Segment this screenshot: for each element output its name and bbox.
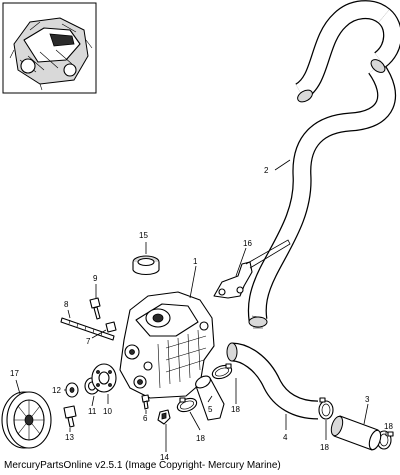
callout-17: 17 [10, 369, 19, 378]
callout-15: 15 [139, 231, 148, 240]
hub-part-10 [91, 363, 117, 393]
water-pump-part-1 [119, 291, 215, 399]
hose-clamp-part-18-c [318, 397, 334, 420]
callout-1: 1 [193, 257, 198, 266]
callout-6: 6 [143, 414, 148, 423]
callout-18: 18 [231, 405, 240, 414]
callout-labels: 2 1 15 16 9 8 7 17 12 11 10 13 6 14 5 18… [10, 166, 393, 462]
callout-16: 16 [243, 239, 252, 248]
upper-hose-part-2 [247, 0, 400, 329]
fitting-part-14 [157, 409, 171, 425]
callout-4: 4 [283, 433, 288, 442]
callout-8: 8 [64, 300, 69, 309]
callout-14: 14 [160, 453, 169, 462]
callout-11: 11 [88, 407, 97, 416]
bracket-part-16 [213, 239, 291, 299]
callout-18: 18 [196, 434, 205, 443]
cap-part-15 [132, 255, 160, 276]
copyright-footer: MercuryPartsOnline v2.5.1 (Image Copyrig… [4, 460, 281, 471]
hose-clamp-part-18-a [176, 397, 198, 413]
callout-18: 18 [384, 422, 393, 431]
callout-18: 18 [320, 443, 329, 452]
leader-lines [15, 159, 387, 452]
bolt-part-9 [89, 297, 101, 320]
engine-thumbnail [2, 2, 97, 94]
callout-10: 10 [103, 407, 112, 416]
callout-2: 2 [264, 166, 269, 175]
callout-13: 13 [65, 433, 74, 442]
callout-7: 7 [86, 337, 91, 346]
pulley-part-17 [1, 391, 52, 449]
lower-hose-part-4 [226, 342, 319, 420]
callout-5: 5 [208, 405, 213, 414]
bolt-part-7 [105, 321, 117, 333]
stud-part-8 [60, 317, 115, 341]
callout-12: 12 [52, 386, 61, 395]
tube-part-3 [330, 415, 382, 451]
callout-3: 3 [365, 395, 370, 404]
callout-9: 9 [93, 274, 98, 283]
bolt-part-6 [141, 394, 150, 410]
washer-part-12 [65, 382, 79, 398]
hose-clamp-part-18-b [211, 363, 233, 380]
bolt-part-13 [63, 405, 77, 428]
